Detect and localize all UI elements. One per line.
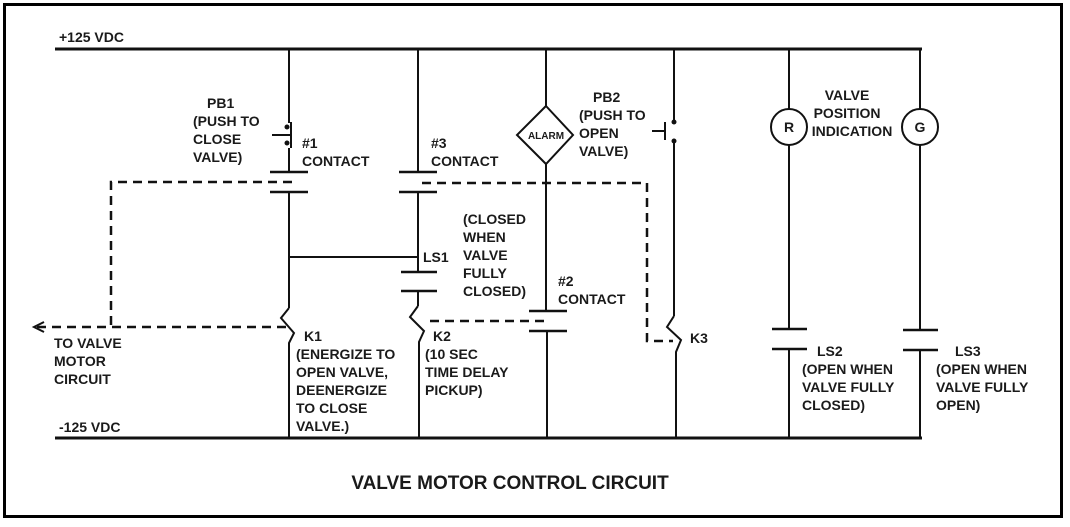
pb1-label: PB1 (PUSH TO CLOSE VALVE) — [193, 95, 264, 165]
arrow-left-icon — [31, 321, 45, 333]
alarm-label: ALARM — [528, 131, 564, 142]
k3-contact3-link — [422, 181, 673, 343]
k1-note: (ENERGIZE TO OPEN VALVE, DEENERGIZE TO C… — [296, 346, 399, 434]
pb2-label: PB2 (PUSH TO OPEN VALVE) — [579, 89, 650, 159]
ls3-note: (OPEN WHEN VALVE FULLY OPEN) — [936, 361, 1032, 413]
ls2-label: LS2 — [817, 343, 843, 359]
red-indicator-label: R — [784, 119, 794, 135]
k2-label: K2 — [433, 328, 451, 344]
branch-alarm: ALARM — [515, 49, 575, 438]
contact2-label: #2 CONTACT — [558, 273, 626, 307]
pb2-pushbutton[interactable] — [652, 119, 677, 144]
k2-coil-icon — [408, 305, 426, 438]
k2-note: (10 SEC TIME DELAY PICKUP) — [425, 346, 512, 398]
k3-label: K3 — [690, 330, 708, 346]
branch-red-indicator: R — [770, 49, 808, 438]
ls2-note: (OPEN WHEN VALVE FULLY CLOSED) — [802, 361, 898, 413]
branch-green-indicator: G — [901, 49, 939, 438]
ls3-label: LS3 — [955, 343, 981, 359]
motor-circuit-label: TO VALVE MOTOR CIRCUIT — [54, 335, 126, 387]
k3-coil-icon — [665, 315, 683, 438]
mechanical-linkages — [31, 180, 673, 343]
valve-position-label: VALVE POSITION INDICATION — [812, 87, 893, 139]
ls1-label: LS1 — [423, 249, 449, 265]
contact1-label: #1 CONTACT — [302, 135, 370, 169]
positive-rail-label: +125 VDC — [59, 29, 124, 45]
contact3-label: #3 CONTACT — [431, 135, 499, 169]
diagram-frame — [3, 3, 1063, 518]
k1-label: K1 — [304, 328, 322, 344]
branch-k1 — [270, 49, 308, 438]
ls1-note: (CLOSED WHEN VALVE FULLY CLOSED) — [463, 211, 530, 299]
diagram-title: VALVE MOTOR CONTROL CIRCUIT — [351, 473, 669, 494]
k1-coil-icon — [279, 307, 296, 438]
branch-k3 — [652, 49, 683, 438]
negative-rail-label: -125 VDC — [59, 419, 120, 435]
k1-contact1-link — [109, 180, 292, 327]
pb1-pushbutton[interactable] — [272, 122, 292, 148]
green-indicator-label: G — [915, 119, 926, 135]
branch-k2 — [399, 49, 437, 438]
